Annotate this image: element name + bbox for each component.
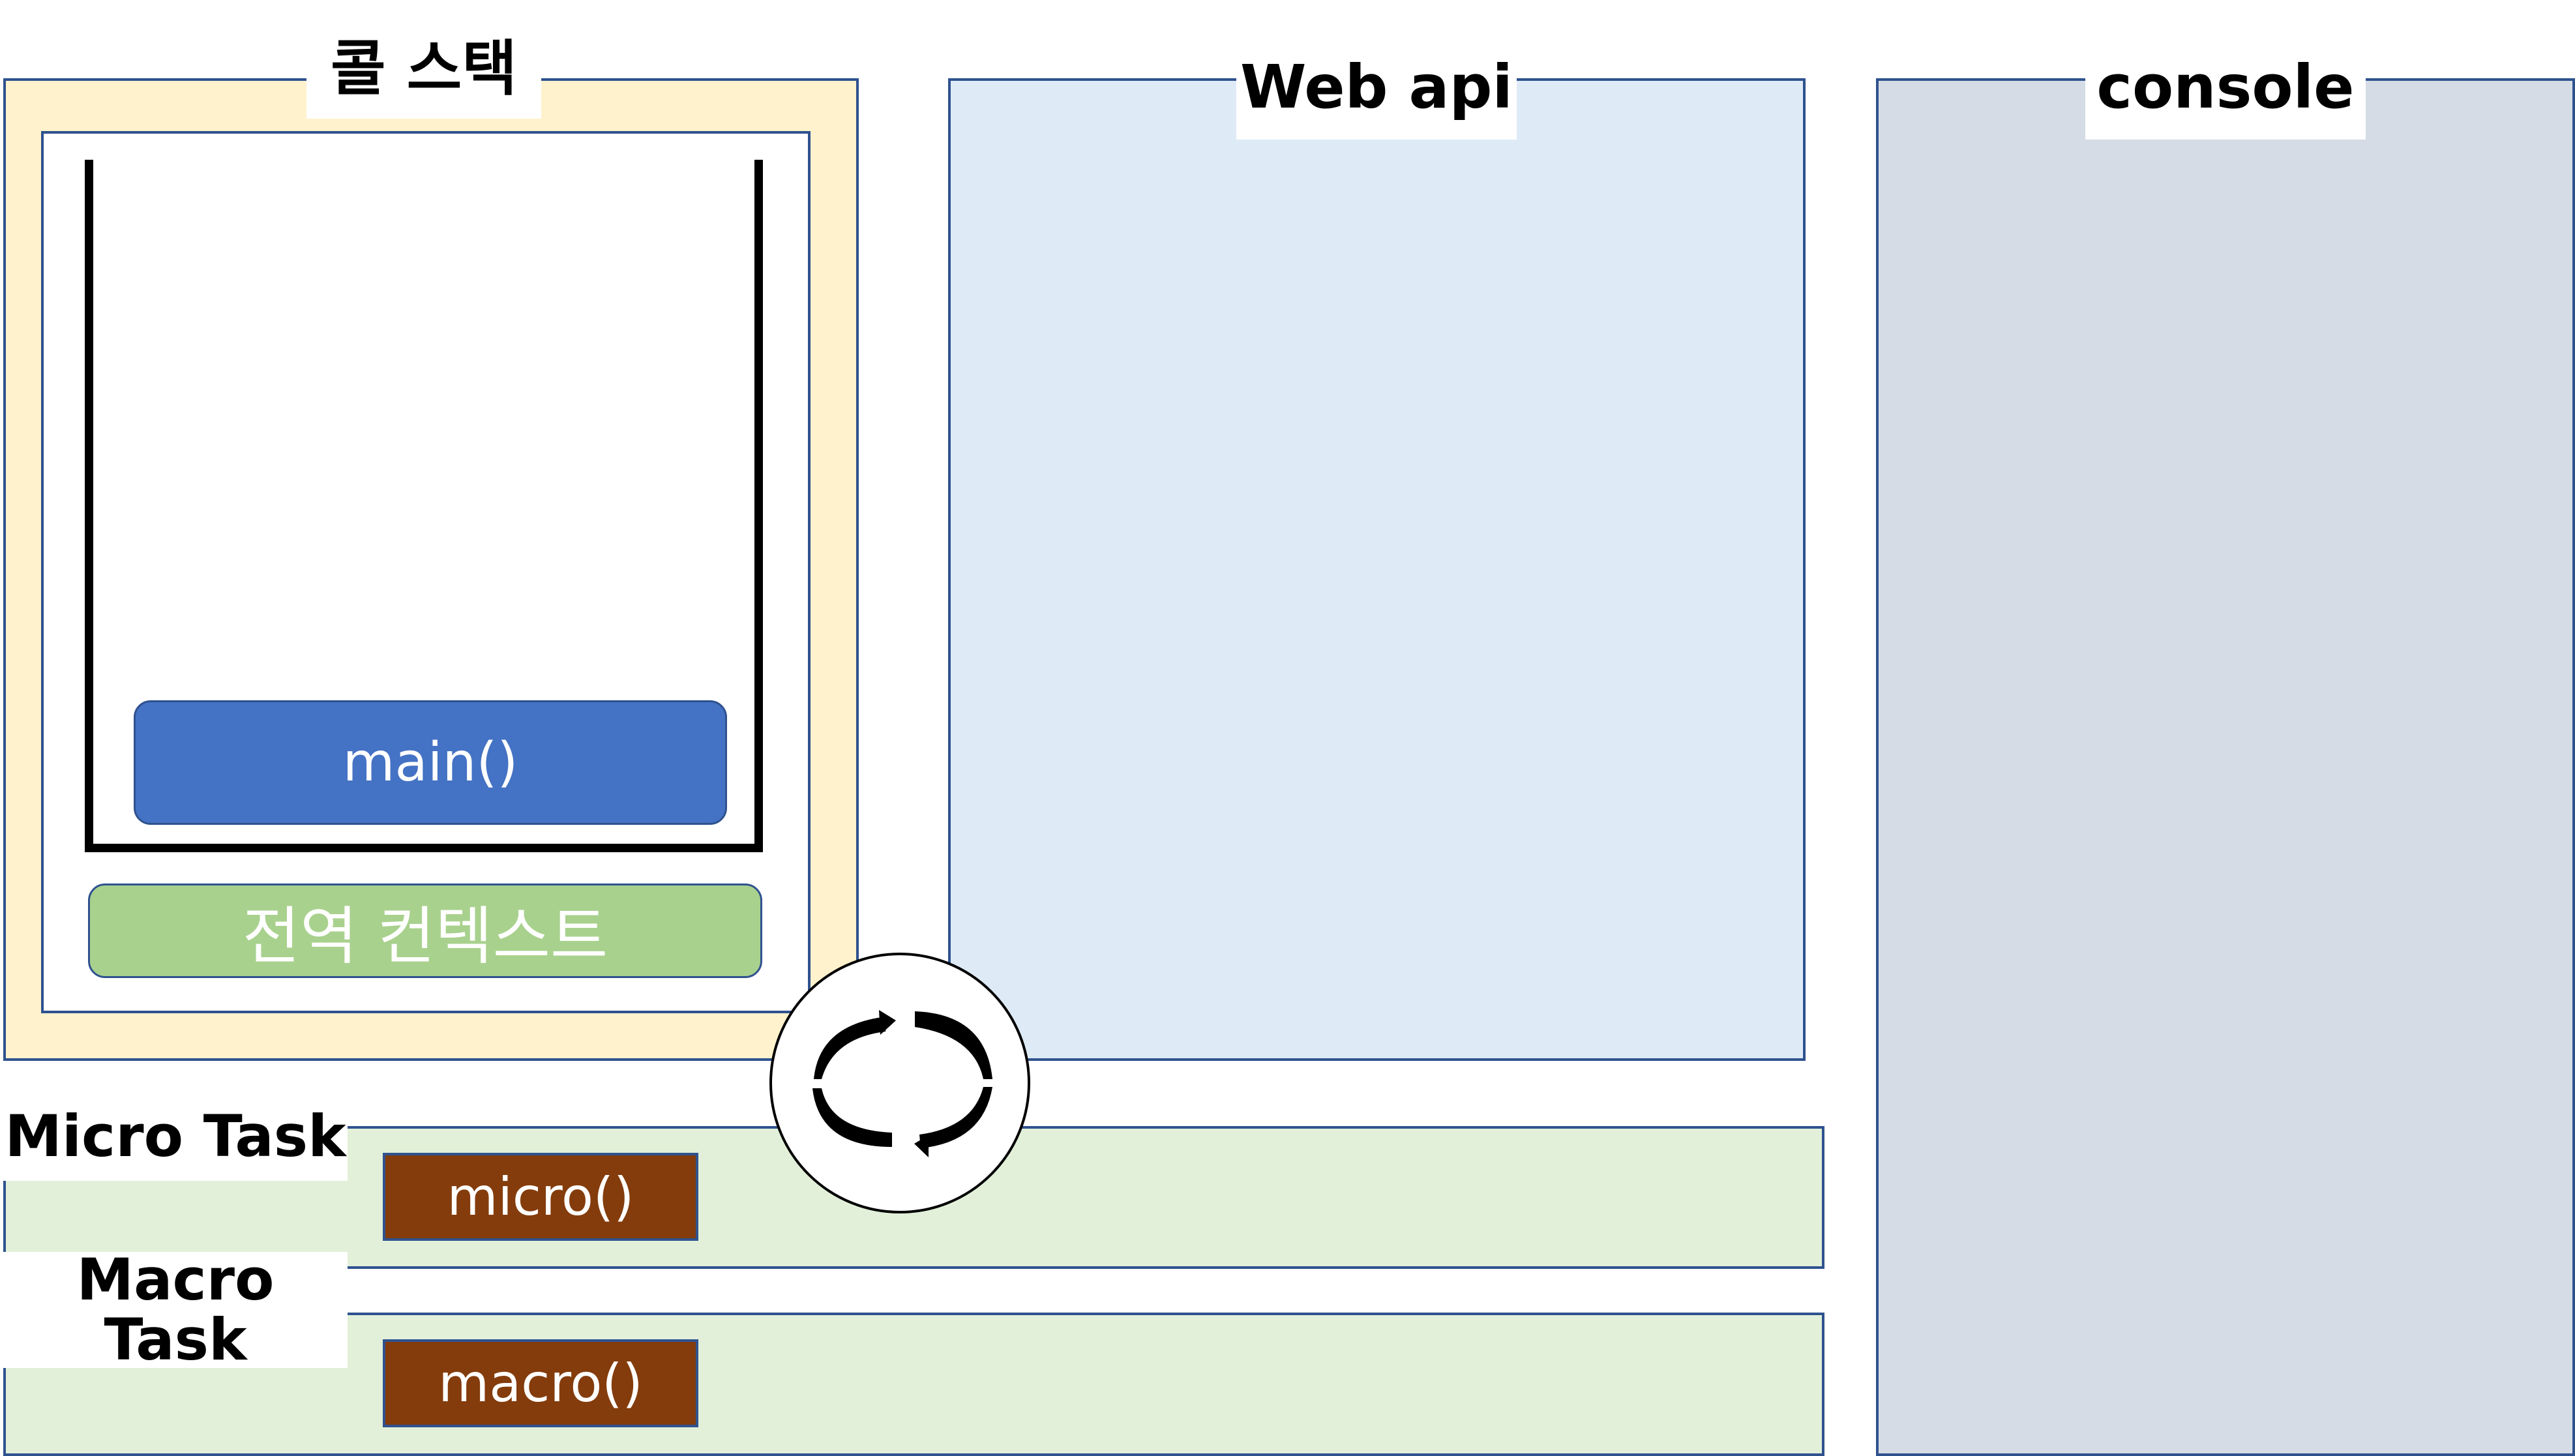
call-stack-inner-box	[41, 131, 811, 1013]
web-api-title: Web api	[1236, 36, 1517, 140]
web-api-panel	[948, 78, 1806, 1061]
global-context-label: 전역 컨텍스트	[242, 900, 608, 973]
console-title: console	[2085, 36, 2366, 140]
stack-frame-main: main()	[134, 700, 727, 825]
stack-container	[85, 160, 763, 852]
call-stack-title: 콜 스택	[306, 20, 541, 119]
console-panel	[1876, 78, 2575, 1456]
micro-task-title: Micro Task	[3, 1093, 348, 1181]
macro-task-title: Macro Task	[3, 1249, 348, 1370]
macro-task-item: macro()	[383, 1339, 698, 1427]
micro-task-item: micro()	[383, 1153, 698, 1241]
event-loop-cycle-icon	[769, 953, 1030, 1213]
event-loop	[768, 951, 1032, 1215]
global-context-box: 전역 컨텍스트	[88, 884, 762, 978]
stack-frame-label: main()	[342, 732, 518, 794]
